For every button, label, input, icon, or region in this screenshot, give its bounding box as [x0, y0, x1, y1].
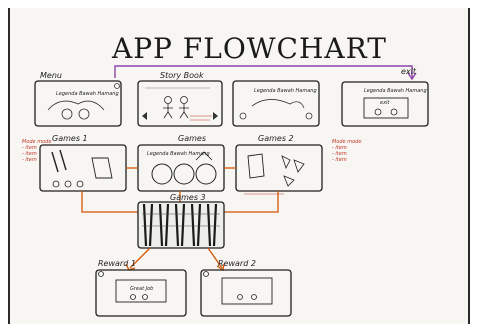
exit-inner-title: Legenda Bawah Hamang [364, 88, 427, 94]
screen-games-2: Games 2 [235, 134, 323, 195]
screen-games-3: Games 3 [137, 193, 225, 249]
exit-dialog-text: exit [380, 100, 390, 106]
screen-story-label: Story Book [160, 71, 204, 80]
arrowhead-exit [407, 72, 417, 81]
connector-games3-reward2 [207, 247, 223, 269]
screen-games-1: Games 1 [39, 134, 127, 192]
connector-games1-games3 [81, 191, 138, 213]
screen-story-book: Story Book [137, 71, 223, 127]
connector-menu-exit [114, 65, 413, 78]
games-inner-title: Legenda Bawah Hamang [147, 151, 210, 157]
connector-games3-reward1 [129, 247, 151, 269]
screen-games2-label: Games 2 [258, 134, 294, 143]
screen-exit-label: exit [401, 67, 417, 76]
screen-reward1-label: Reward 1 [98, 259, 136, 268]
svg-text:- item: - item [22, 145, 37, 151]
svg-text:- item: - item [332, 157, 347, 163]
screen-games3-label: Games 3 [170, 193, 206, 202]
screen-menu-label: Menu [40, 71, 62, 80]
svg-text:- item: - item [22, 157, 37, 163]
screen-reward-1: Reward 1 Great Job [95, 259, 187, 317]
screen-games-label: Games [178, 134, 206, 143]
screen-exit: exit Legenda Bawah Hamang exit [341, 67, 429, 127]
screen-games1-label: Games 1 [52, 134, 88, 143]
connector-games2-games3 [224, 191, 279, 213]
svg-text:Mode mode: Mode mode [22, 139, 51, 145]
paper-sheet [8, 8, 470, 324]
reward1-dialog-text: Great Job [130, 286, 153, 292]
notes-left: Mode mode - item - item - item [22, 139, 51, 163]
screen-reward2-label: Reward 2 [218, 259, 256, 268]
story3-inner-title: Legenda Bawah Hamang [254, 88, 317, 94]
menu-inner-title: Legenda Bawah Hamang [56, 91, 119, 97]
screen-reward-2: Reward 2 [200, 259, 292, 317]
screen-story-3: Legenda Bawah Hamang [232, 80, 320, 127]
notes-right: Mode mode - item - item - item [332, 139, 361, 163]
svg-text:- item: - item [332, 151, 347, 157]
svg-text:- item: - item [22, 151, 37, 157]
screen-games: Games Legenda Bawah Hamang [137, 134, 225, 192]
svg-text:Mode mode: Mode mode [332, 139, 361, 145]
diagram-title: APP FLOWCHART [111, 32, 387, 65]
svg-text:- item: - item [332, 145, 347, 151]
screen-menu: Menu Legenda Bawah Hamang [34, 71, 122, 127]
